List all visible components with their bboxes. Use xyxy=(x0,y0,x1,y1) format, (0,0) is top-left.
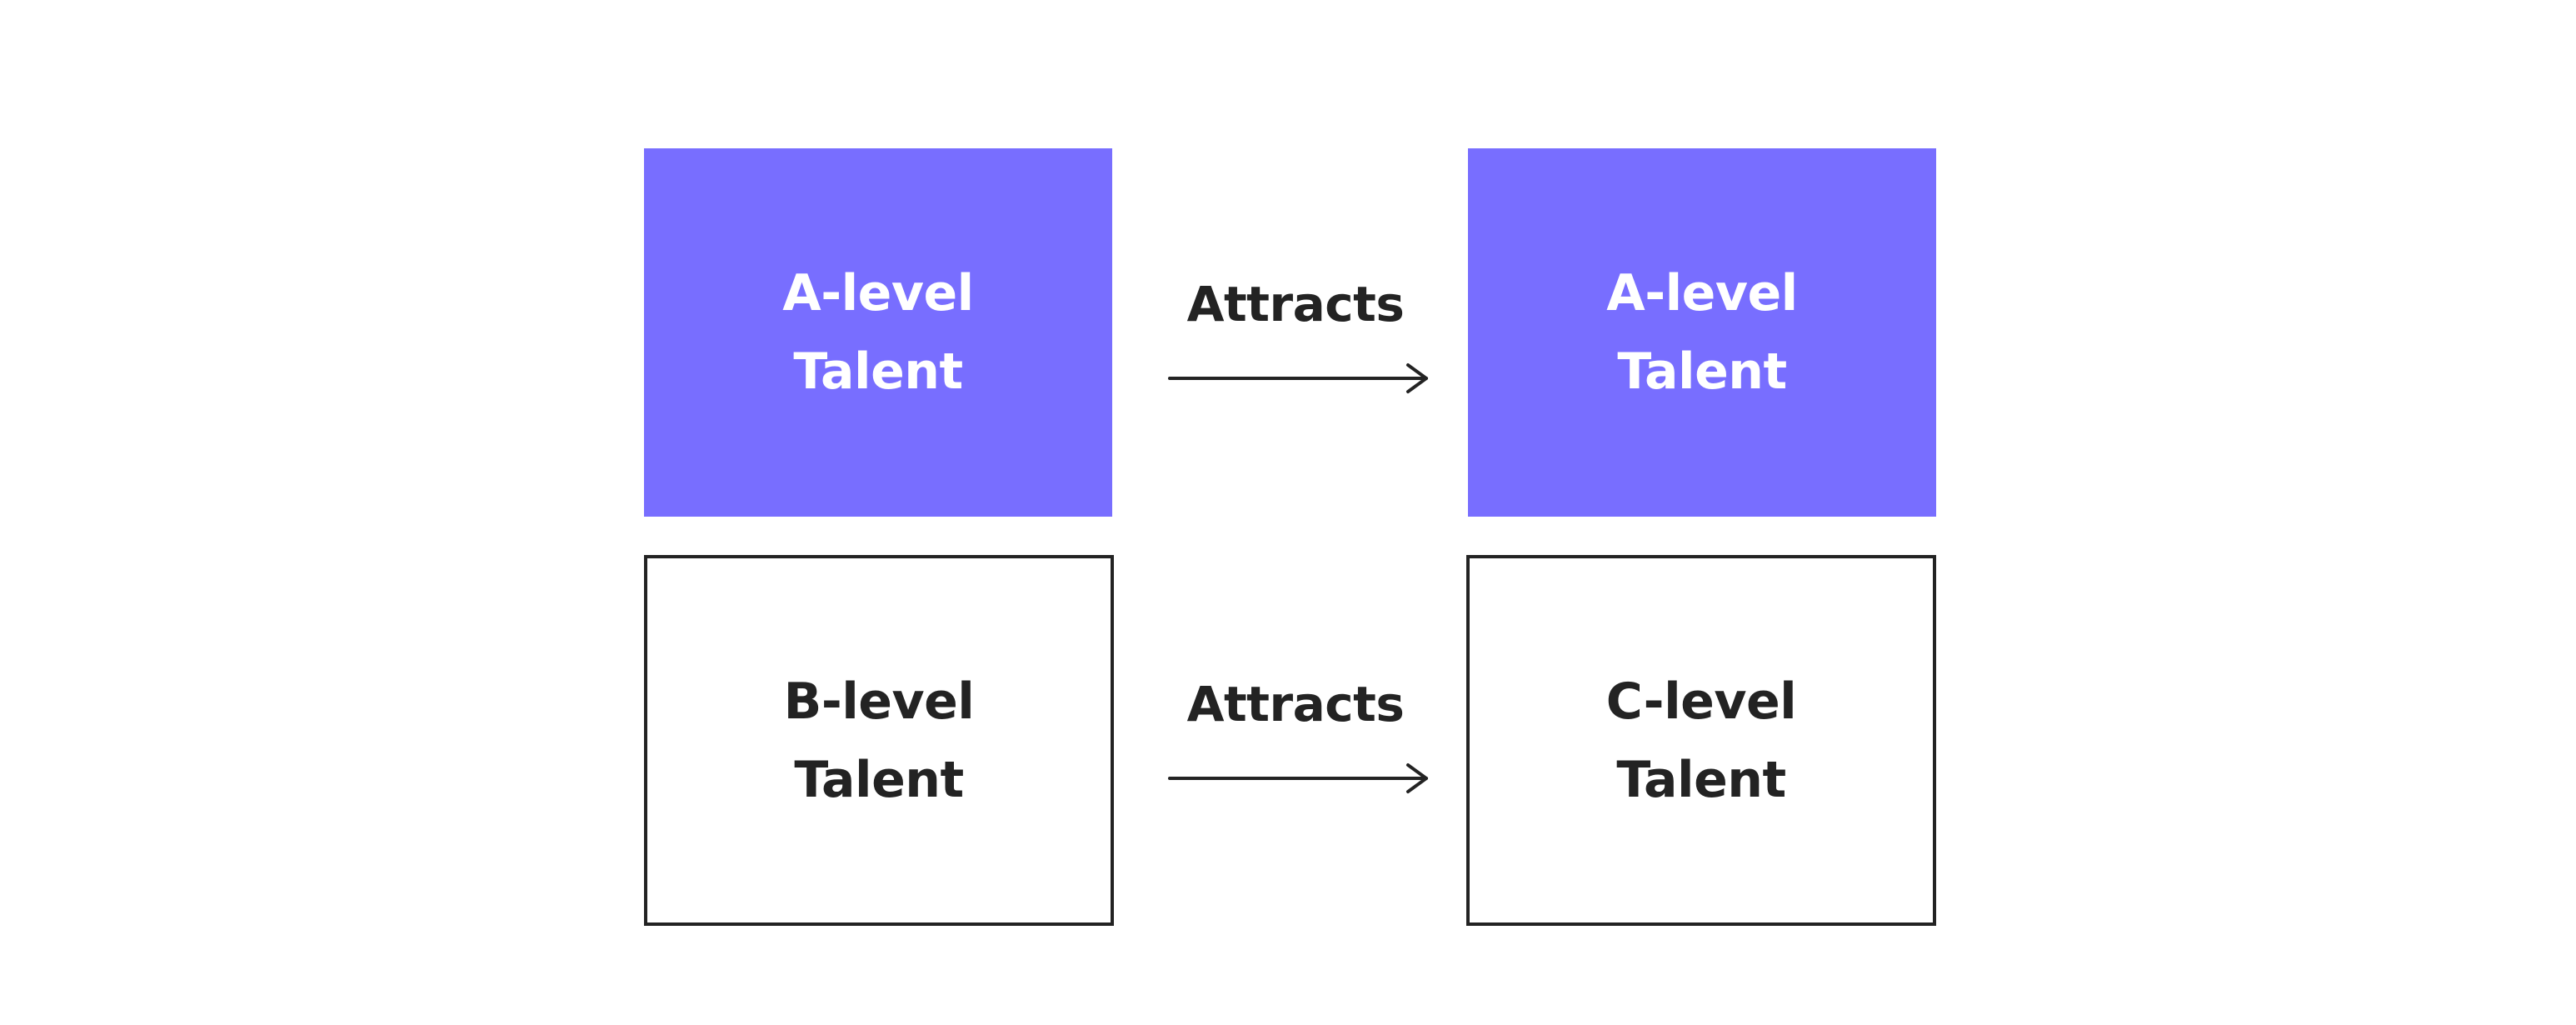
node-label-line1: C-level xyxy=(1605,672,1797,731)
edge-attracts-bottom: Attracts xyxy=(1158,675,1433,795)
node-a-level-talent-right: A-level Talent xyxy=(1468,148,1936,517)
node-a-level-talent-left: A-level Talent xyxy=(644,148,1112,517)
node-label-line1: B-level xyxy=(783,672,975,731)
node-label-line1: A-level xyxy=(782,264,974,322)
arrow-right-icon xyxy=(1168,763,1428,793)
node-c-level-talent: C-level Talent xyxy=(1466,555,1936,926)
node-label-line2: Talent xyxy=(1616,750,1786,809)
node-label-line1: A-level xyxy=(1606,264,1798,322)
arrow-right-icon xyxy=(1168,363,1428,393)
edge-label: Attracts xyxy=(1186,676,1405,732)
node-label-line2: Talent xyxy=(1617,342,1787,401)
edge-label: Attracts xyxy=(1186,276,1405,332)
node-b-level-talent: B-level Talent xyxy=(644,555,1114,926)
edge-attracts-top: Attracts xyxy=(1158,275,1433,395)
node-label-line2: Talent xyxy=(793,342,963,401)
node-label-line2: Talent xyxy=(794,750,964,809)
